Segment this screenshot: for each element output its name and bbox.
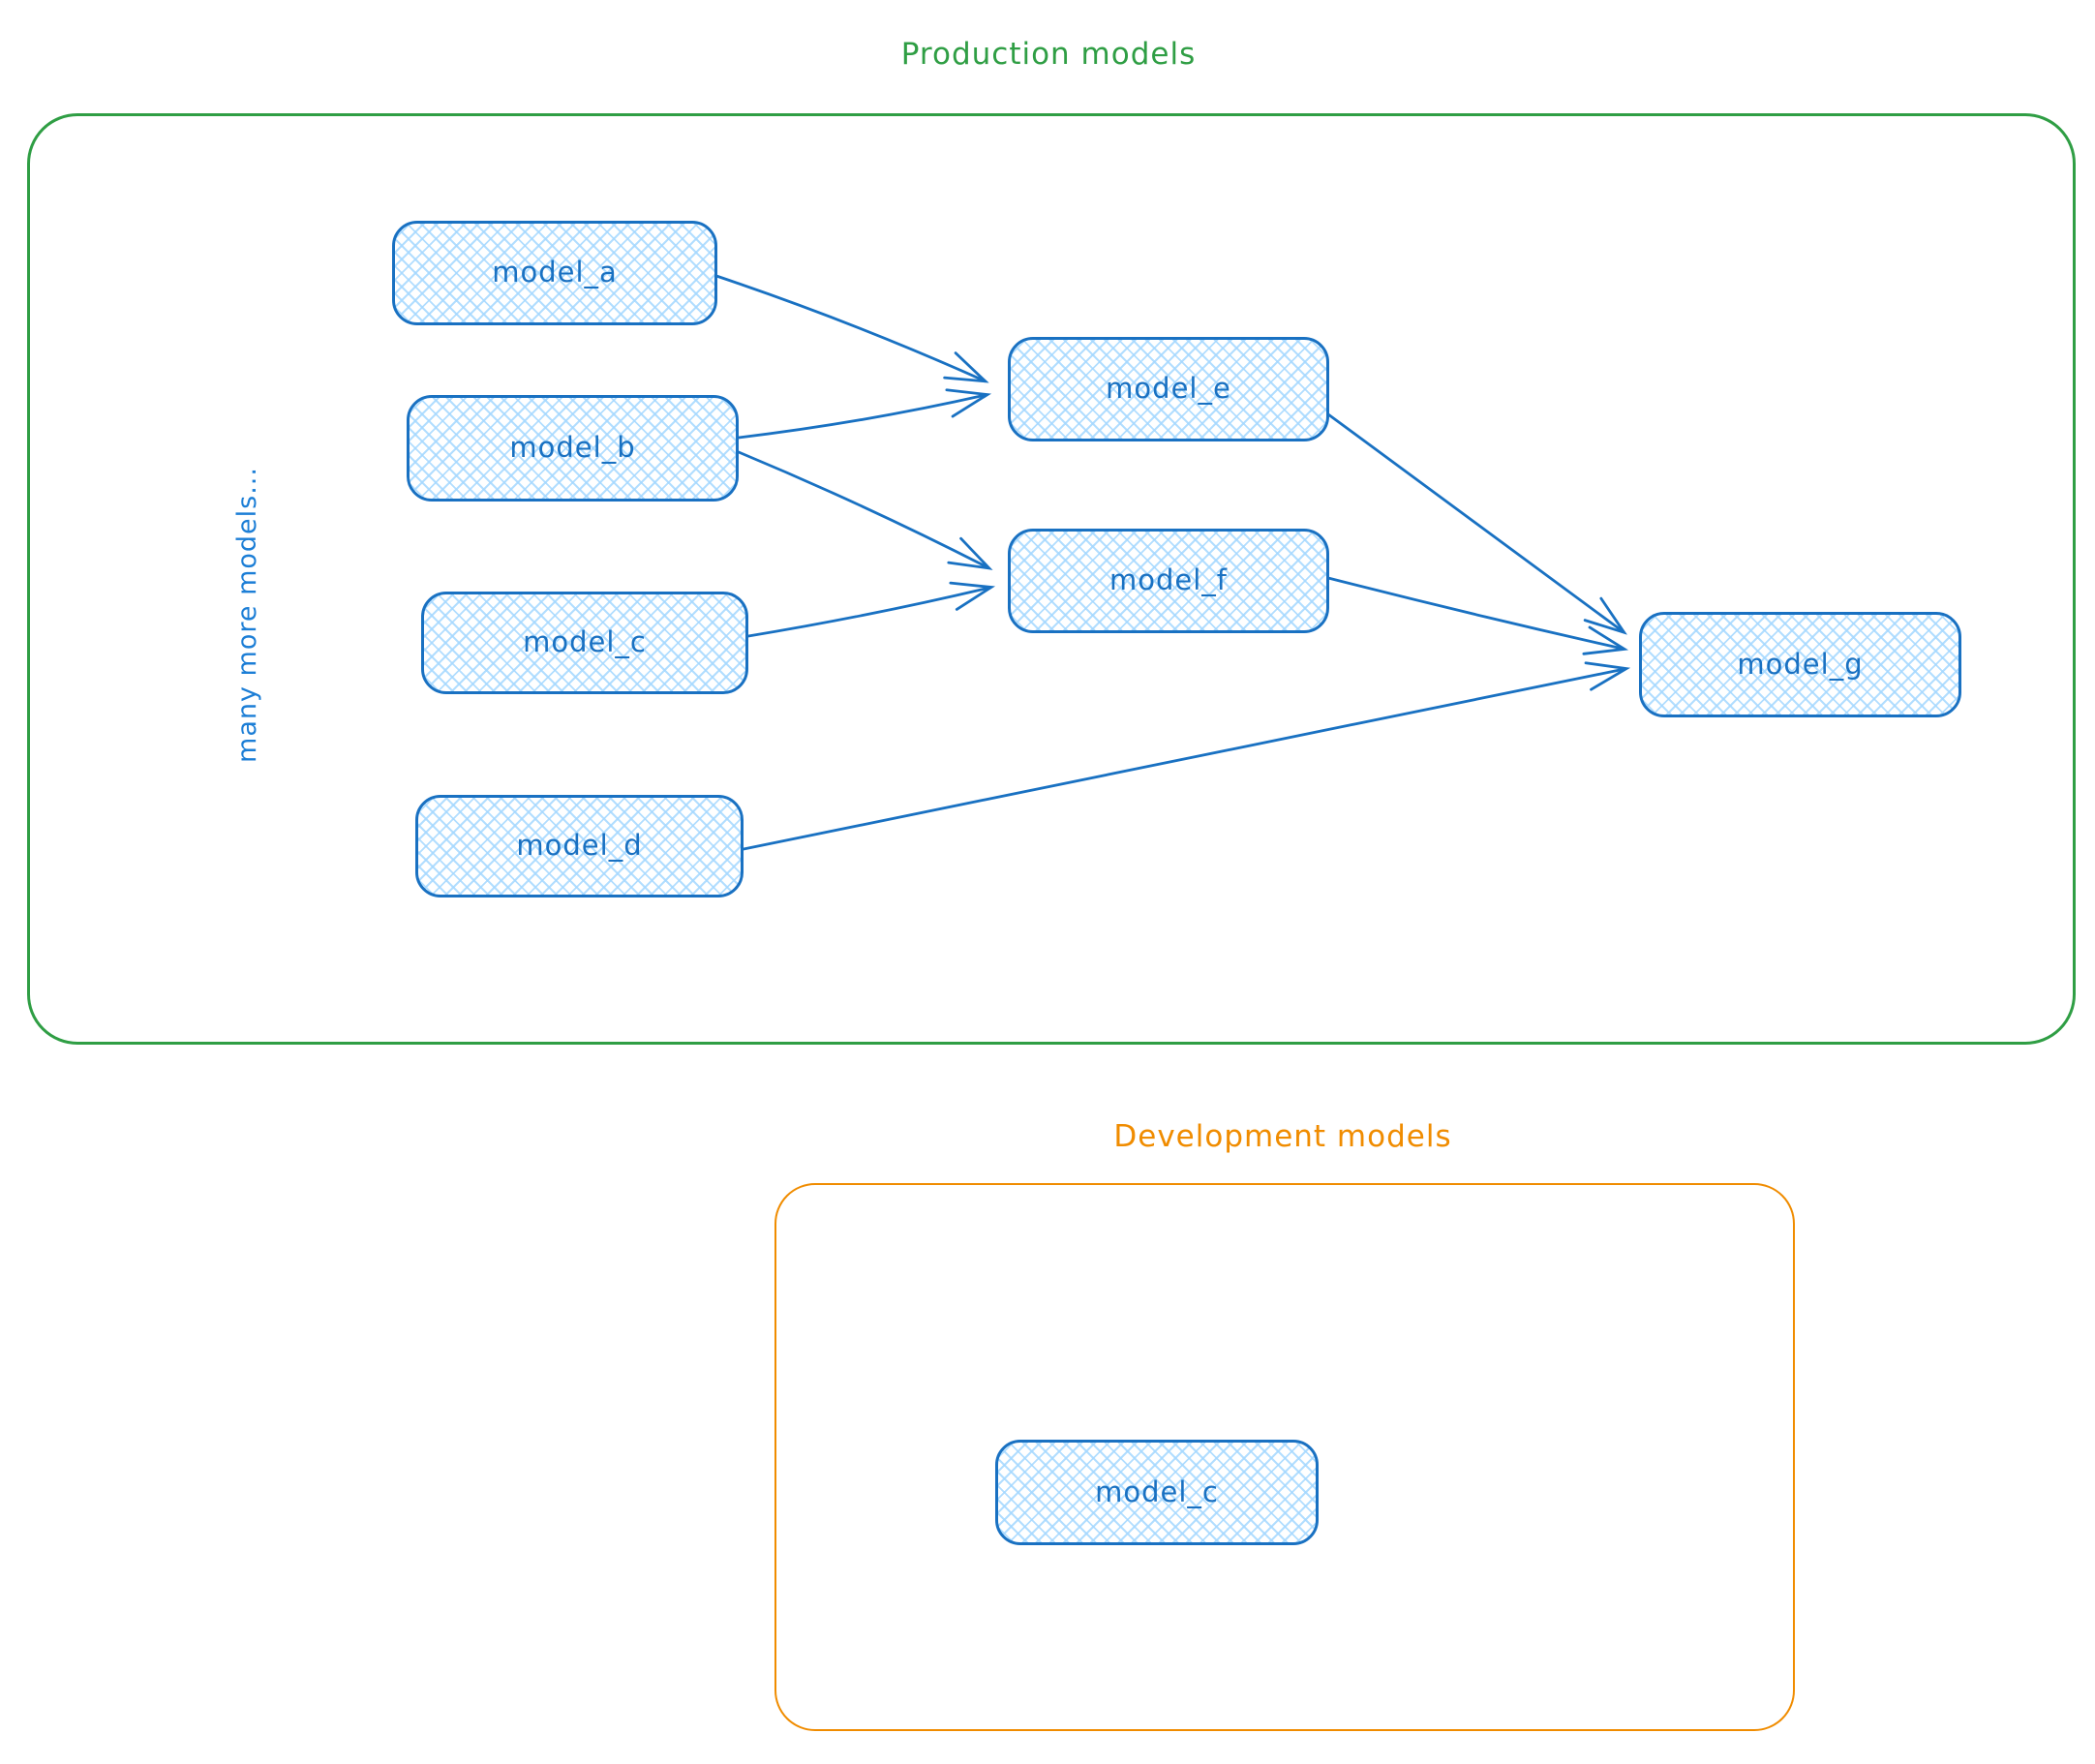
development-section-frame bbox=[774, 1183, 1795, 1731]
node-model_a: model_a bbox=[392, 221, 717, 325]
node-model_b-label: model_b bbox=[509, 431, 636, 464]
node-model_e-label: model_e bbox=[1106, 372, 1231, 405]
production-section-frame bbox=[27, 113, 2076, 1045]
node-model_b: model_b bbox=[407, 395, 739, 502]
node-model_e: model_e bbox=[1008, 337, 1329, 441]
node-model_f: model_f bbox=[1008, 529, 1329, 633]
node-model_c: model_c bbox=[421, 592, 748, 694]
node-model_c-development-label: model_c bbox=[1095, 1475, 1219, 1508]
production-section-title: Production models bbox=[900, 37, 1197, 72]
node-model_g: model_g bbox=[1639, 612, 1961, 717]
node-model_d: model_d bbox=[415, 795, 744, 897]
node-model_a-label: model_a bbox=[492, 256, 618, 289]
node-model_d-label: model_d bbox=[516, 829, 643, 862]
node-model_g-label: model_g bbox=[1737, 647, 1864, 681]
many-more-models-note: many more models... bbox=[232, 467, 262, 763]
node-model_f-label: model_f bbox=[1108, 563, 1228, 596]
development-section-title: Development models bbox=[1113, 1119, 1452, 1154]
node-model_c-label: model_c bbox=[523, 625, 647, 658]
node-model_c-development: model_c bbox=[995, 1440, 1319, 1545]
